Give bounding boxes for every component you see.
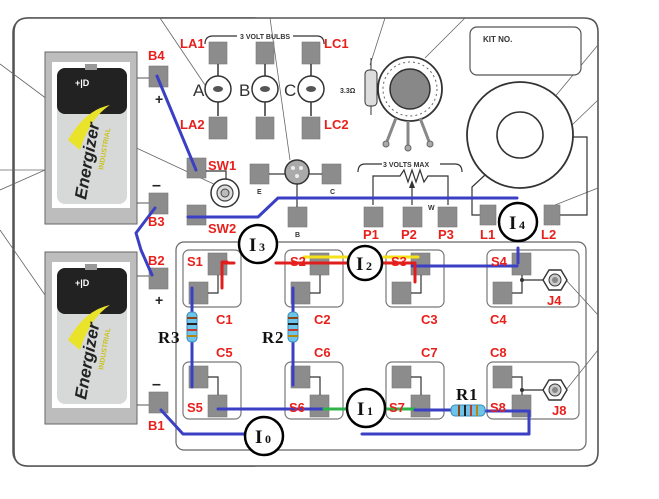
- svg-text:C8: C8: [490, 345, 507, 360]
- svg-text:C5: C5: [216, 345, 233, 360]
- current-i1: I 1: [345, 387, 387, 429]
- svg-text:P3: P3: [438, 227, 454, 242]
- r2-label: R: [262, 328, 275, 347]
- wire-sw2-l1: [186, 196, 519, 219]
- svg-text:C3: C3: [421, 312, 438, 327]
- svg-text:LC2: LC2: [324, 117, 349, 132]
- wire-r1-s8: [360, 409, 531, 436]
- svg-text:I: I: [509, 213, 516, 234]
- svg-text:I: I: [357, 399, 364, 420]
- svg-text:LA2: LA2: [180, 117, 205, 132]
- battery-holder-top: +|D Energizer INDUSTRIAL: [44, 51, 138, 225]
- current-i4: I 4: [497, 201, 539, 243]
- r1-label: R: [456, 385, 469, 404]
- svg-text:C7: C7: [421, 345, 438, 360]
- svg-text:I: I: [356, 254, 363, 275]
- bulbs-section: 3 VOLT BULBS A B C: [193, 34, 325, 140]
- svg-text:J8: J8: [552, 403, 566, 418]
- svg-text:3: 3: [171, 328, 180, 347]
- resistor-labels: R 3 R 2 R 1: [158, 328, 478, 404]
- wire-red-right: [274, 261, 417, 284]
- svg-text:C1: C1: [216, 312, 233, 327]
- resistor-value-label: 3.3Ω: [340, 88, 356, 95]
- battery-type-label: +|D: [75, 278, 90, 288]
- bulb-letter-c: C: [284, 81, 296, 100]
- terminal-labels: B4 B3 B2 B1 LA1 LA2 LC1 LC2 SW1 SW2 P1 P…: [148, 36, 566, 433]
- svg-text:B2: B2: [148, 253, 165, 268]
- bulb-letter-b: B: [239, 81, 250, 100]
- svg-text:2: 2: [366, 259, 372, 273]
- svg-text:P1: P1: [363, 227, 379, 242]
- battery-holder-bottom: +|D Energizer INDUSTRIAL: [44, 251, 138, 425]
- svg-text:S7: S7: [389, 400, 405, 415]
- svg-text:B3: B3: [148, 214, 165, 229]
- pot-label: 3 VOLTS MAX: [383, 162, 429, 169]
- jack-j8: [542, 379, 568, 401]
- pot-wiper-label: W: [428, 205, 435, 212]
- svg-text:P2: P2: [401, 227, 417, 242]
- bulb-c: [297, 41, 325, 140]
- kit-number-label: KIT NO.: [483, 35, 512, 44]
- bulb-a: [204, 41, 232, 140]
- bulb-b: [251, 41, 279, 140]
- bulb-letter-a: A: [193, 81, 205, 100]
- svg-text:1: 1: [367, 404, 373, 418]
- resistor-3-3-ohm: 3.3Ω: [340, 58, 378, 115]
- current-i3: I 3: [237, 223, 279, 265]
- r3-label: R: [158, 328, 171, 347]
- transistor-e-label: E: [257, 189, 262, 196]
- transistor-c-label: C: [330, 189, 335, 196]
- svg-text:C4: C4: [490, 312, 507, 327]
- svg-text:L1: L1: [480, 227, 495, 242]
- svg-text:LC1: LC1: [324, 36, 349, 51]
- svg-text:2: 2: [275, 328, 284, 347]
- wire-b1-i0: [159, 408, 246, 436]
- svg-text:C6: C6: [314, 345, 331, 360]
- svg-text:S2: S2: [290, 254, 306, 269]
- current-i2: I 2: [346, 244, 384, 282]
- svg-text:C2: C2: [314, 312, 331, 327]
- svg-text:S5: S5: [187, 400, 203, 415]
- battery-type-label: +|D: [75, 78, 90, 88]
- svg-text:1: 1: [469, 385, 478, 404]
- svg-text:LA1: LA1: [180, 36, 205, 51]
- svg-text:4: 4: [519, 218, 525, 232]
- svg-text:S4: S4: [491, 254, 508, 269]
- wire-b4-sw1: [155, 74, 198, 172]
- svg-text:0: 0: [265, 432, 271, 446]
- minus-sign-bottom: –: [152, 376, 161, 393]
- svg-text:S3: S3: [391, 254, 407, 269]
- svg-text:S8: S8: [490, 400, 506, 415]
- svg-text:B1: B1: [148, 418, 165, 433]
- wire-b3-b2: [134, 206, 157, 277]
- svg-text:SW1: SW1: [208, 158, 236, 173]
- svg-text:S1: S1: [187, 254, 203, 269]
- current-i0: I 0: [243, 415, 285, 457]
- plus-sign-bottom: +: [155, 292, 163, 308]
- svg-text:S6: S6: [289, 400, 305, 415]
- potentiometer-terminals: 3 VOLTS MAX W: [357, 162, 463, 228]
- plus-sign-top: +: [155, 91, 163, 107]
- svg-text:3: 3: [259, 240, 265, 254]
- resistor-r1: [450, 404, 486, 417]
- svg-text:SW2: SW2: [208, 221, 236, 236]
- wire-red-left: [220, 261, 236, 282]
- svg-text:L2: L2: [541, 227, 556, 242]
- resistor-r2: [287, 311, 299, 343]
- kit-number-box: KIT NO.: [469, 26, 582, 76]
- svg-text:B4: B4: [148, 48, 165, 63]
- jack-j4: [542, 269, 568, 291]
- coil-component: [466, 81, 588, 226]
- svg-text:J4: J4: [547, 293, 562, 308]
- minus-sign-top: –: [152, 177, 161, 194]
- svg-text:I: I: [255, 427, 262, 448]
- svg-text:I: I: [249, 235, 256, 256]
- resistor-r3: [186, 311, 198, 343]
- transistor-b-label: B: [295, 232, 300, 239]
- bulbs-label: 3 VOLT BULBS: [240, 34, 290, 41]
- potentiometer-knob: [377, 56, 443, 152]
- transistor: E C B: [249, 159, 342, 239]
